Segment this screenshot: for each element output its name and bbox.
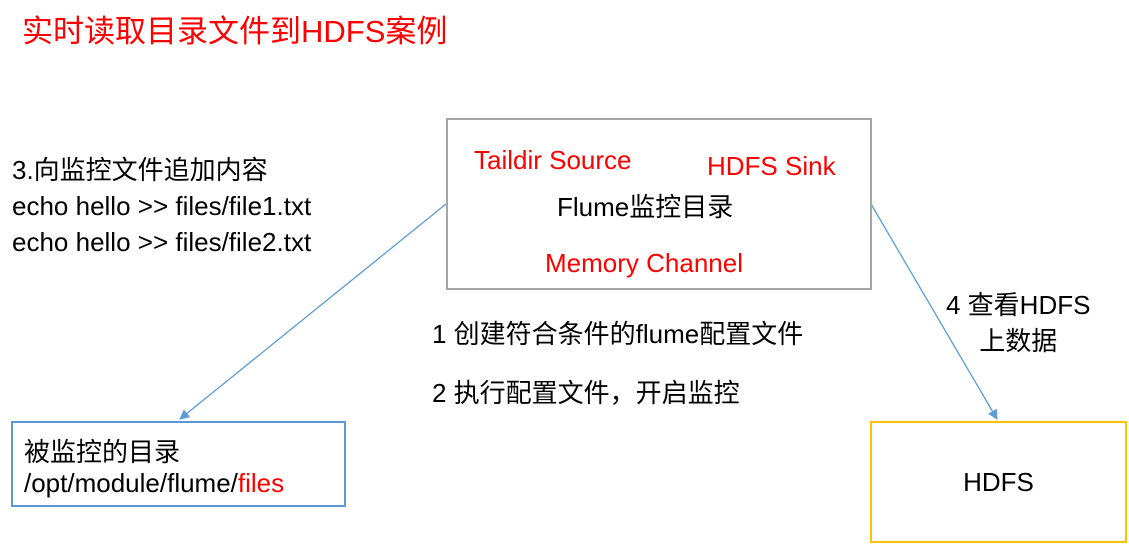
hdfs-check-line1: 4 查看HDFS [946,290,1091,320]
diagram-title: 实时读取目录文件到HDFS案例 [22,14,448,49]
path-prefix: /opt/module/flume/ [24,468,238,498]
hdfs-sink-label: HDFS Sink [707,151,836,181]
append-command-file2: echo hello >> files/file2.txt [12,227,312,257]
monitored-directory-box: 被监控的目录 /opt/module/flume/files [11,421,346,507]
memory-channel-label: Memory Channel [545,248,743,278]
taildir-source-label: Taildir Source [474,145,632,175]
step-run-config: 2 执行配置文件，开启监控 [432,378,740,408]
step-create-config: 1 创建符合条件的flume配置文件 [432,319,804,349]
path-highlight: files [237,468,285,498]
monitored-directory-path: /opt/module/flume/files [24,468,284,499]
hdfs-check-step: 4 查看HDFS 上数据 [946,287,1090,359]
hdfs-check-line2: 上数据 [979,326,1058,356]
hdfs-box-label: HDFS [963,467,1034,497]
append-command-file1: echo hello >> files/file1.txt [12,191,312,221]
append-step-heading: 3.向监控文件追加内容 [12,155,268,185]
monitored-directory-label: 被监控的目录 [24,437,181,467]
flume-agent-box [446,118,872,290]
flume-box-label: Flume监控目录 [557,192,734,222]
append-step-text: 3.向监控文件追加内容 echo hello >> files/file1.tx… [12,152,311,260]
hdfs-box: HDFS [870,421,1127,543]
